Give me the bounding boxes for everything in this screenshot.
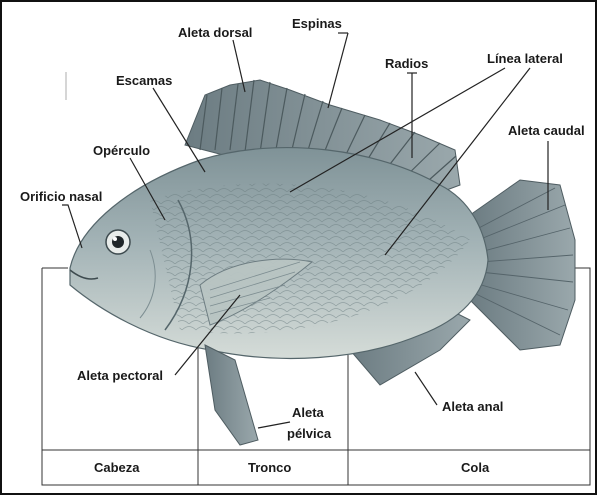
label-escamas: Escamas — [116, 73, 172, 88]
label-operculo: Opérculo — [93, 143, 150, 158]
label-orificio-nasal: Orificio nasal — [20, 189, 102, 204]
label-aleta-pelvica-line1: Aleta — [292, 405, 325, 420]
label-aleta-anal: Aleta anal — [442, 399, 503, 414]
region-label-cola: Cola — [461, 460, 490, 475]
label-aleta-pelvica-line2: pélvica — [287, 426, 332, 441]
label-aleta-caudal: Aleta caudal — [508, 123, 585, 138]
label-radios: Radios — [385, 56, 428, 71]
region-label-cabeza: Cabeza — [94, 460, 140, 475]
region-label-tronco: Tronco — [248, 460, 291, 475]
label-linea-lateral: Línea lateral — [487, 51, 563, 66]
label-aleta-dorsal: Aleta dorsal — [178, 25, 252, 40]
label-aleta-pectoral: Aleta pectoral — [77, 368, 163, 383]
label-espinas: Espinas — [292, 16, 342, 31]
pelvic-fin — [205, 345, 258, 445]
